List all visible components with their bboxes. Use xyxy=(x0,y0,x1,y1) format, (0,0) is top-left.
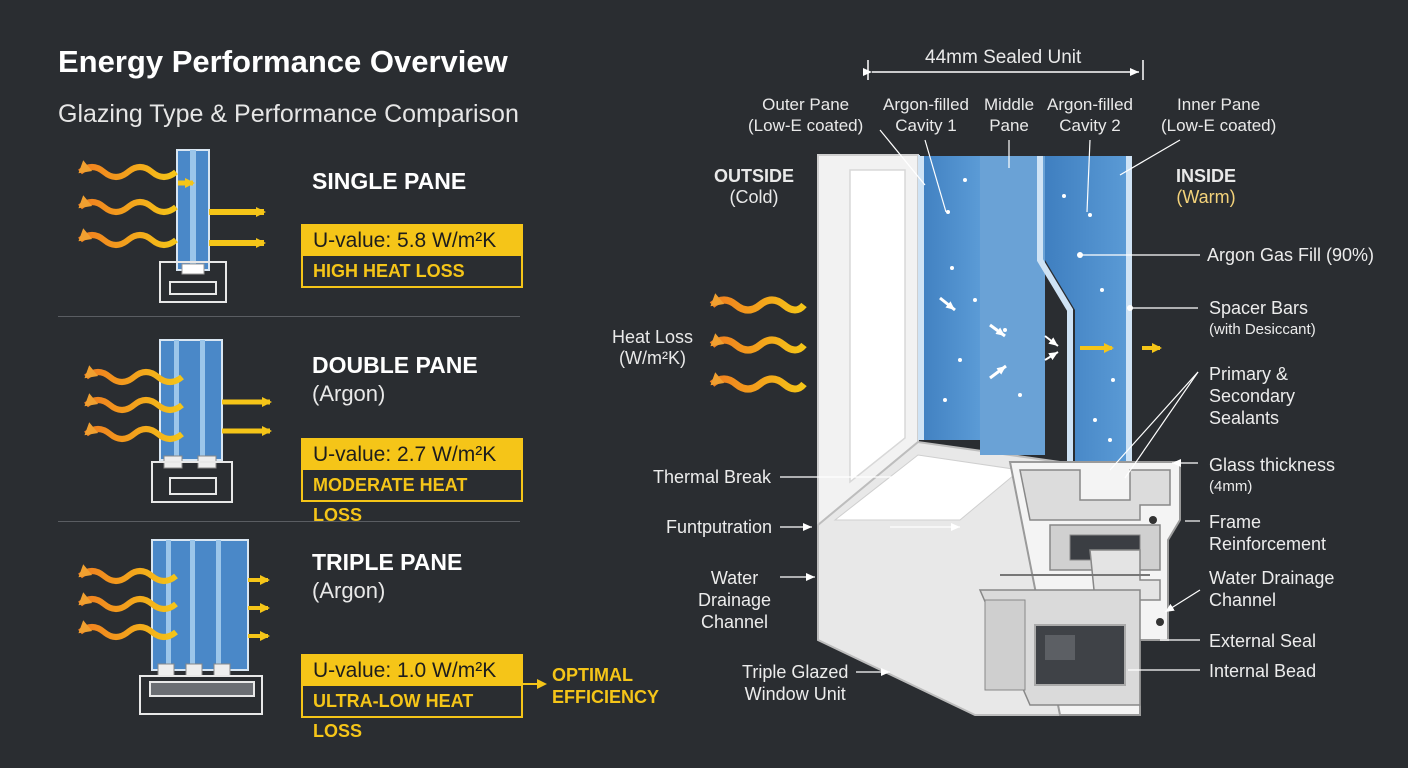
triple-pane-gas: (Argon) xyxy=(312,578,386,603)
label-line: Inner Pane xyxy=(1177,95,1261,114)
label-line: Channel xyxy=(700,612,769,632)
label-line: Cavity 2 xyxy=(1059,116,1121,135)
optimal-line-2: EFFICIENCY xyxy=(552,687,660,707)
outside-label: OUTSIDE (Cold) xyxy=(714,166,794,208)
label-inner-pane: Inner Pane (Low-E coated) xyxy=(1161,94,1276,136)
triple-pane-icon xyxy=(78,539,547,715)
label-line: Water xyxy=(710,568,759,588)
label-frame-reinforcement: Frame Reinforcement xyxy=(1209,511,1326,555)
double-pane-gas: (Argon) xyxy=(312,381,386,406)
triple-pane-u-value: U-value: 1.0 W/m²K xyxy=(303,656,521,686)
triple-pane-rating: U-value: 1.0 W/m²K ULTRA-LOW HEAT LOSS xyxy=(301,654,523,741)
label-line: Outer Pane xyxy=(762,95,850,114)
inside-title: INSIDE xyxy=(1176,166,1237,186)
page-subtitle: Glazing Type & Performance Comparison xyxy=(58,100,519,128)
label-line: Window Unit xyxy=(744,684,846,704)
label-line: Cavity 1 xyxy=(895,116,957,135)
label-glass-thickness: Glass thickness (4mm) xyxy=(1209,454,1335,498)
label-line: Water Drainage xyxy=(1209,568,1335,588)
label-line: (4mm) xyxy=(1209,478,1253,495)
label-line: Pane xyxy=(989,116,1029,135)
label-line: Spacer Bars xyxy=(1209,298,1309,318)
double-pane-u-value: U-value: 2.7 W/m²K xyxy=(303,440,521,470)
label-triple-glazed-unit: Triple Glazed Window Unit xyxy=(742,661,848,705)
page-title: Energy Performance Overview xyxy=(58,44,508,79)
single-pane-heat-loss: HIGH HEAT LOSS xyxy=(313,261,465,281)
label-line: Argon-filled xyxy=(883,95,969,114)
label-line: Drainage xyxy=(698,590,772,610)
heat-loss-line: (W/m²K) xyxy=(619,348,687,368)
label-argon-cavity-2: Argon-filled Cavity 2 xyxy=(1047,94,1133,136)
label-argon-cavity-1: Argon-filled Cavity 1 xyxy=(883,94,969,136)
label-external-seal: External Seal xyxy=(1209,631,1317,651)
label-line: Glass thickness xyxy=(1209,455,1336,475)
single-pane-title: SINGLE PANE xyxy=(312,168,467,194)
label-line: Primary & xyxy=(1209,364,1289,384)
label-thermal-break: Thermal Break xyxy=(653,467,772,487)
label-line: Sealants xyxy=(1209,408,1280,428)
heat-loss-line: Heat Loss xyxy=(612,327,694,347)
triple-pane-title: TRIPLE PANE xyxy=(312,549,463,575)
single-pane-icon xyxy=(78,149,266,303)
window-cross-section xyxy=(709,60,1201,716)
label-line: (with Desiccant) xyxy=(1209,321,1316,338)
divider xyxy=(58,521,520,522)
optimal-line-1: OPTIMAL xyxy=(552,665,633,685)
label-argon-gas-fill: Argon Gas Fill (90%) xyxy=(1207,245,1375,265)
label-middle-pane: Middle Pane xyxy=(984,94,1034,136)
label-line: Reinforcement xyxy=(1209,534,1327,554)
inside-sub: (Warm) xyxy=(1176,187,1236,207)
label-water-drainage-right: Water Drainage Channel xyxy=(1209,567,1334,611)
label-spacer-bars: Spacer Bars (with Desiccant) xyxy=(1209,297,1316,341)
label-internal-bead: Internal Bead xyxy=(1209,661,1317,681)
label-line: (Low-E coated) xyxy=(748,116,864,135)
single-pane-rating: U-value: 5.8 W/m²K HIGH HEAT LOSS xyxy=(301,224,523,288)
outside-sub: (Cold) xyxy=(729,187,779,207)
label-line: Triple Glazed xyxy=(742,662,849,682)
sealed-unit-dimension: 44mm Sealed Unit xyxy=(925,47,1082,68)
single-pane-u-value: U-value: 5.8 W/m²K xyxy=(303,226,521,256)
double-pane-rating: U-value: 2.7 W/m²K MODERATE HEAT LOSS xyxy=(301,438,523,525)
inside-label: INSIDE (Warm) xyxy=(1176,166,1236,208)
label-line: Channel xyxy=(1209,590,1277,610)
triple-pane-heat-loss: ULTRA-LOW HEAT LOSS xyxy=(313,691,474,741)
label-line: Secondary xyxy=(1209,386,1296,406)
outside-title: OUTSIDE xyxy=(714,166,795,186)
label-water-drainage-left: Water Drainage Channel xyxy=(698,567,771,633)
label-line: Middle xyxy=(984,95,1035,114)
label-sealants: Primary & Secondary Sealants xyxy=(1209,363,1295,429)
label-line: Argon-filled xyxy=(1047,95,1133,114)
double-pane-title: DOUBLE PANE xyxy=(312,352,478,378)
label-line: (Low-E coated) xyxy=(1161,116,1277,135)
label-outer-pane: Outer Pane (Low-E coated) xyxy=(748,94,863,136)
double-pane-icon xyxy=(84,339,272,503)
optimal-efficiency-label: OPTIMAL EFFICIENCY xyxy=(552,664,659,708)
label-line: Frame xyxy=(1209,512,1262,532)
label-funtputration: Funtputration xyxy=(666,517,773,537)
divider xyxy=(58,316,520,317)
heat-loss-label: Heat Loss (W/m²K) xyxy=(612,327,693,369)
double-pane-heat-loss: MODERATE HEAT LOSS xyxy=(313,475,468,525)
